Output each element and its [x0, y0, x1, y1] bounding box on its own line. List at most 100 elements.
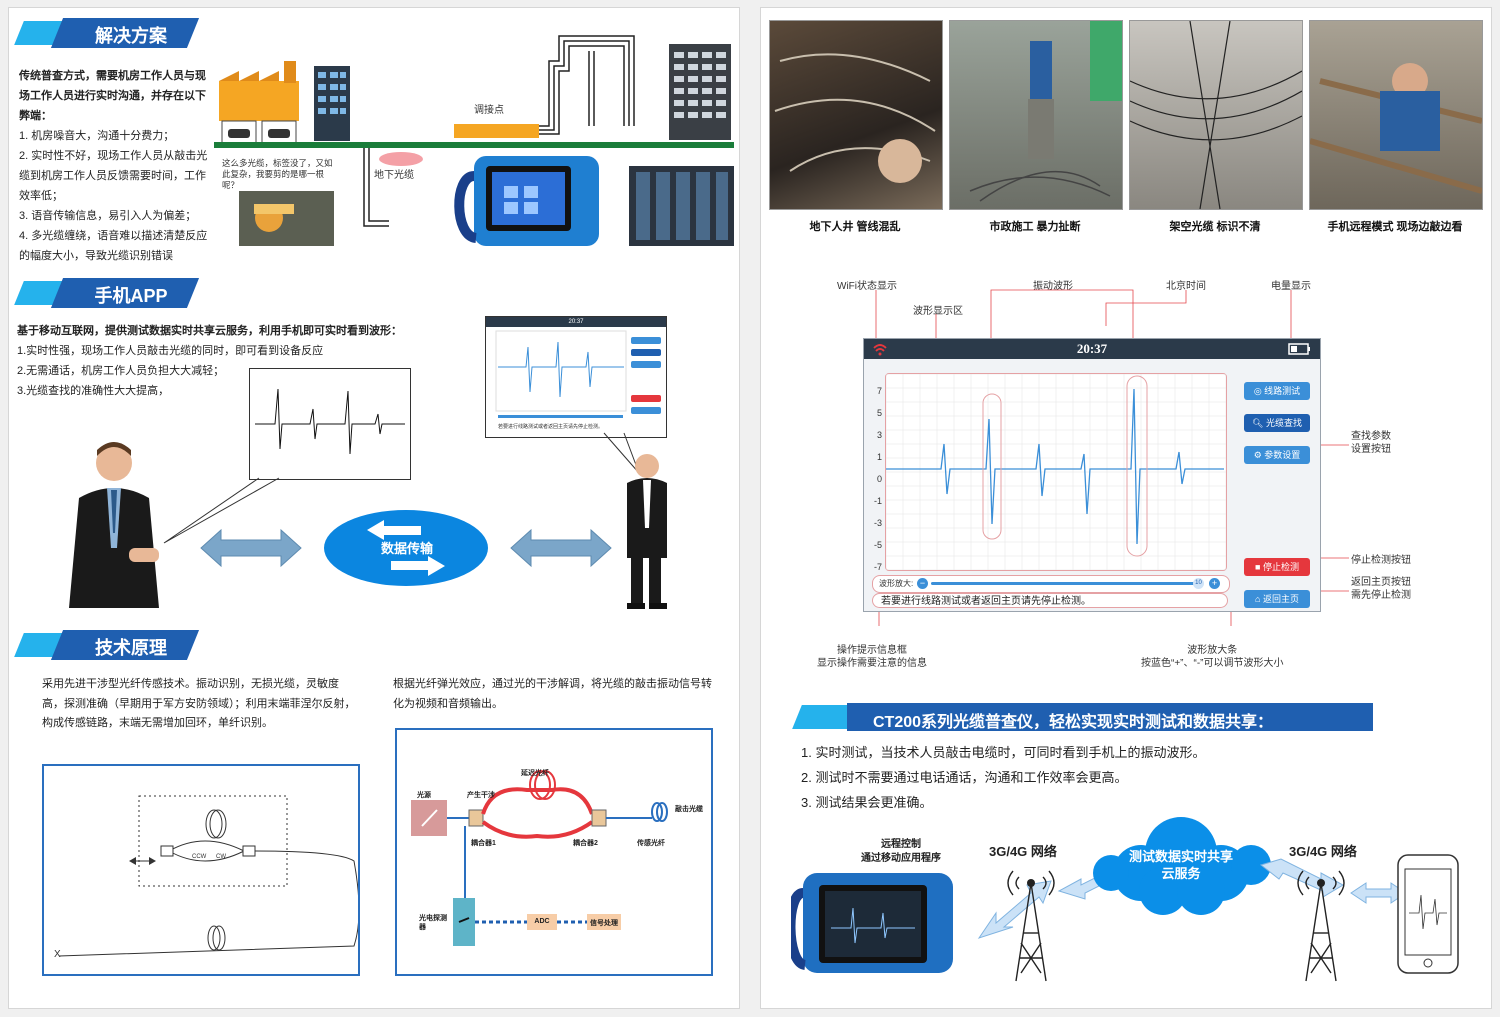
section-title: 手机APP	[94, 286, 168, 306]
home-button[interactable]: ⌂ 返回主页	[1244, 590, 1310, 608]
office-building-icon	[314, 66, 350, 141]
delay-fiber-label: 延迟光纤	[521, 770, 549, 777]
signal-label: 信号处理	[590, 920, 618, 927]
ct200-item: 2. 测试时不需要通过电话通话，沟通和工作效率会更高。	[801, 770, 1128, 785]
zoom-label: 波形放大:	[879, 579, 914, 588]
solution-item: 2. 实时性不好，现场工作人员从敲击光缆到机房工作人员反馈需要时间，工作效率低；	[19, 150, 208, 202]
zoom-slider-thumb[interactable]: 10	[1193, 578, 1204, 589]
exchange-arrows-icon	[367, 520, 445, 576]
interferometer-svg	[411, 770, 668, 946]
junction-box	[454, 124, 539, 138]
callout-zoom-bar: 波形放大条按蓝色“+”、“-”可以调节波形大小	[1141, 645, 1284, 669]
button-label: 光缆查找	[1265, 418, 1302, 428]
end-mark: X	[54, 949, 61, 960]
y-tick-label: -3	[873, 518, 882, 528]
zoom-plus-button[interactable]: +	[1209, 578, 1220, 589]
smartphone-icon	[1397, 854, 1459, 974]
ui-status-bar: 20:37	[864, 339, 1320, 359]
data-transfer-label: 数据传输	[380, 541, 433, 556]
photo-caption: 市政施工 暴力扯断	[989, 221, 1081, 233]
phone-waveform	[255, 388, 405, 455]
section-header-principle: 技术原理	[14, 630, 200, 660]
data-transfer-graphic	[200, 510, 612, 586]
right-page: 地下人井 管线混乱 市政施工 暴力扯断 架空光缆 标识不清 手机远程模式 现场边…	[760, 7, 1492, 1009]
network-right-label: 3G/4G 网络	[1289, 844, 1357, 859]
callout-vibration: 振动波形	[1033, 281, 1073, 292]
principle-left-text: 采用先进干涉型光纤传感技术。振动识别，无损光缆，灵敏度高，探测准确（早期用于军方…	[42, 678, 356, 729]
callout-hint-box: 操作提示信息框显示操作需要注意的信息	[817, 645, 927, 669]
app-text: 基于移动互联网，提供测试数据实时共享云服务，利用手机即可实时看到波形： 1.实时…	[17, 321, 477, 401]
speech-tail	[163, 477, 280, 544]
button-label: 返回主页	[1262, 594, 1299, 604]
adc-label: ADC	[534, 918, 550, 925]
mini-ui-screen: 20:37 若要进行线路测试或者返回主页请先停止检测。	[485, 316, 667, 438]
y-tick-label: 5	[876, 408, 882, 418]
section-title: 技术原理	[95, 638, 167, 658]
y-tick-label: -1	[873, 496, 882, 506]
solution-item: 4. 多光缆缠绕，语音难以描述清楚反应的幅度大小，导致光缆识别错误	[19, 230, 208, 262]
mini-time: 20:37	[486, 317, 666, 327]
phone-waveform-popup	[249, 368, 411, 480]
underground-cable-mark	[379, 152, 423, 166]
sensing-fiber-label: 传感光纤	[637, 840, 665, 847]
gear-icon: ⚙	[1253, 450, 1265, 460]
callout-search-params: 查找参数设置按钮	[1351, 431, 1391, 455]
y-tick-label: -5	[873, 540, 882, 550]
cable-search-button[interactable]: 🔍︎ 光缆查找	[1244, 414, 1310, 432]
ct200-device-icon	[791, 873, 953, 973]
tester-device-icon	[454, 156, 599, 246]
coupler2-label: 耦合器2	[573, 840, 598, 847]
sagnac-diagram: CCW CW X	[42, 764, 360, 976]
ccw-label: CCW	[192, 854, 207, 860]
network-graphic	[791, 817, 1459, 982]
photodetector-label: 光电探测器	[419, 915, 447, 931]
cell-tower-icon	[1007, 870, 1055, 982]
callout-home-button: 返回主页按钮需先停止检测	[1351, 577, 1411, 601]
wifi-icon	[873, 344, 887, 356]
remote-control-label: 远程控制通过移动应用程序	[861, 839, 941, 864]
light-source-label: 光源	[417, 792, 431, 799]
solution-item: 3. 语音传输信息，易引入人为偏差；	[19, 210, 197, 222]
waveform-chart	[885, 373, 1227, 571]
cable-lines	[363, 35, 635, 227]
cloud-label: 测试数据实时共享云服务	[1128, 849, 1233, 881]
y-tick-label: 7	[876, 386, 882, 396]
button-label: 线路测试	[1264, 386, 1301, 396]
stop-test-button[interactable]: ■ 停止检测	[1244, 558, 1310, 576]
photo-manhole	[769, 20, 943, 210]
param-settings-button[interactable]: ⚙ 参数设置	[1244, 446, 1310, 464]
callout-wifi: WiFi状态显示	[837, 281, 897, 292]
section-header-app: 手机APP	[14, 278, 200, 308]
zoom-slider-track[interactable]	[931, 582, 1203, 585]
zoom-minus-button[interactable]: −	[917, 578, 928, 589]
line-test-icon: ◎	[1253, 386, 1265, 396]
hint-message-box: 若要进行线路测试或者返回主页请先停止检测。	[872, 593, 1228, 608]
datacenter-icon	[669, 44, 731, 140]
ct200-item: 1. 实时测试，当技术人员敲击电缆时，可同时看到手机上的振动波形。	[801, 745, 1206, 760]
ct200-title-bar: CT200系列光缆普查仪，轻松实现实时测试和数据共享：	[792, 703, 1373, 731]
worker-photo	[239, 191, 334, 246]
network-left-label: 3G/4G 网络	[989, 844, 1057, 859]
solution-intro: 传统普查方式，需要机房工作人员与现场工作人员进行实时沟通，并存在以下弊端：	[19, 70, 206, 122]
mini-hint: 若要进行线路测试或者返回主页请先停止检测。	[498, 424, 604, 430]
callout-beijing: 北京时间	[1166, 281, 1206, 292]
mini-waveform	[495, 330, 661, 418]
solution-text: 传统普查方式，需要机房工作人员与现场工作人员进行实时沟通，并存在以下弊端： 1.…	[19, 66, 211, 266]
businessman-left	[69, 442, 159, 608]
search-icon: 🔍︎	[1252, 418, 1266, 428]
sagnac-svg	[58, 795, 360, 957]
line-test-button[interactable]: ◎ 线路测试	[1244, 382, 1310, 400]
interferometer-diagram: 光源 产生干涉 延迟光纤 敲击光缆 耦合器1 耦合器2 传感光纤 光电探测器 A…	[395, 728, 713, 976]
y-tick-label: 0	[876, 474, 882, 484]
y-tick-label: 1	[876, 452, 882, 462]
app-item: 1.实时性强，现场工作人员敲击光缆的同时，即可看到设备反应	[17, 345, 324, 357]
photo-aerial-cable	[1129, 20, 1303, 210]
home-icon: ⌂	[1255, 594, 1263, 604]
wave-display-area	[885, 373, 1227, 571]
coupler1-label: 耦合器1	[471, 840, 496, 847]
app-item: 3.光缆查找的准确性大大提高，	[17, 385, 170, 397]
tap-cable-label: 敲击光缆	[675, 806, 703, 813]
app-item: 2.无需通话，机房工作人员负担大大减轻；	[17, 365, 225, 377]
principle-right-text: 根据光纤弹光效应，通过光的干涉解调，将光缆的敲击振动信号转化为视频和音频输出。	[393, 678, 712, 710]
section-title: 解决方案	[95, 26, 167, 46]
